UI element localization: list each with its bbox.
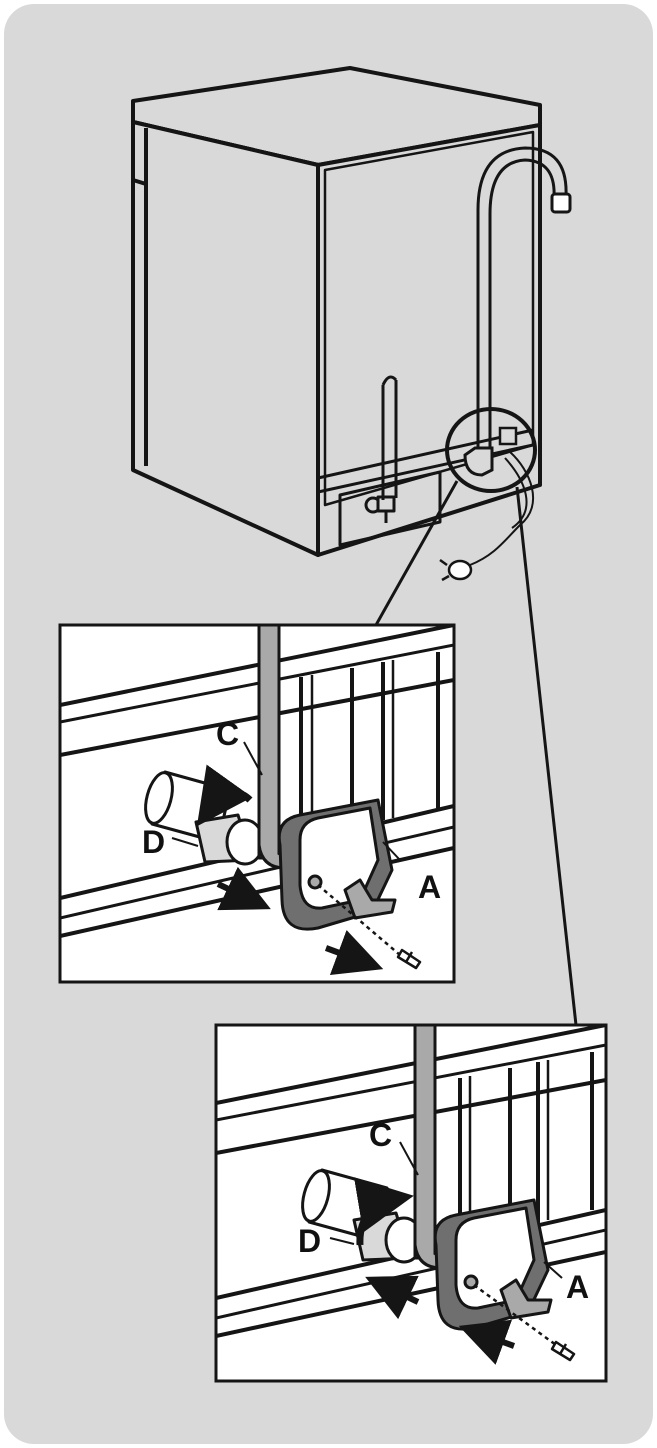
label-c: C [216,716,239,752]
label-c: C [369,1117,392,1153]
label-a: A [566,1269,589,1305]
callout-lines [374,480,578,1026]
label-d: D [298,1223,321,1259]
arrow-icon [216,866,384,976]
screw-icon [317,884,422,970]
magnifier-circle [445,407,537,493]
label-a: A [418,869,441,905]
drain-hose-drawing [463,146,572,477]
rotate-arrow-icon [196,764,253,827]
detail-bottom: A C D [214,1023,608,1383]
detail-top: A C D [58,623,456,984]
label-d: D [142,824,165,860]
